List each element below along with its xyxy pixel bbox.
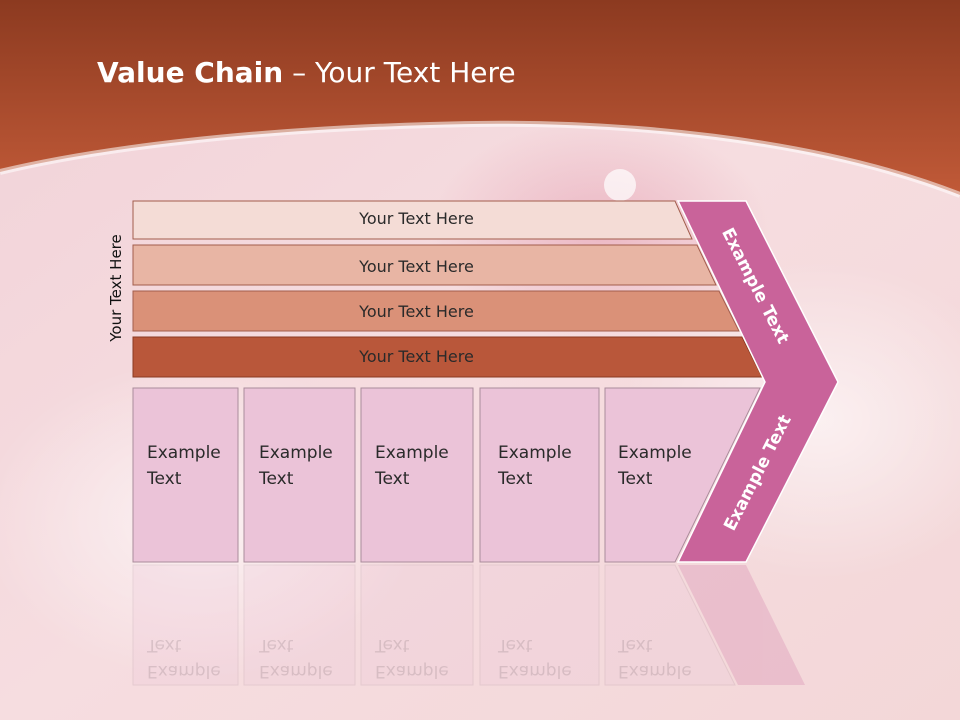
- cell-text-1: Example Text: [147, 440, 221, 492]
- cell-text-5: Example Text: [618, 440, 692, 492]
- reflection-line: Example: [618, 661, 692, 681]
- reflection-line: Text: [618, 635, 653, 655]
- row-band-1: [132, 200, 693, 240]
- slide-title: Value Chain – Your Text Here: [97, 56, 516, 89]
- cell-box-1: [132, 387, 239, 563]
- cell-box-4: [479, 387, 600, 563]
- reflection-line: Text: [147, 635, 182, 655]
- cell-line: Text: [618, 469, 653, 489]
- value-chain-diagram: [132, 200, 839, 686]
- reflection-line: Text: [375, 635, 410, 655]
- side-label: Your Text Here: [107, 234, 125, 342]
- cell-reflection-1: Example Text: [147, 632, 221, 684]
- cell-line: Text: [259, 469, 294, 489]
- row-band-3: [132, 290, 740, 332]
- cell-text-4: Example Text: [498, 440, 572, 492]
- row-band-2: [132, 244, 717, 286]
- cell-box-2: [243, 387, 356, 563]
- cell-reflection-5: Example Text: [618, 632, 692, 684]
- title-rest: – Your Text Here: [283, 56, 516, 89]
- cell-reflection-3: Example Text: [375, 632, 449, 684]
- cell-line: Example: [147, 443, 221, 463]
- cell-box-5: [604, 387, 761, 563]
- cell-line: Example: [618, 443, 692, 463]
- cell-reflection-2: Example Text: [259, 632, 333, 684]
- cell-line: Text: [375, 469, 410, 489]
- cell-text-3: Example Text: [375, 440, 449, 492]
- reflection-line: Text: [259, 635, 294, 655]
- reflection-line: Example: [147, 661, 221, 681]
- cell-line: Example: [259, 443, 333, 463]
- reflection-line: Text: [498, 635, 533, 655]
- cell-line: Text: [498, 469, 533, 489]
- row-label-3: Your Text Here: [359, 302, 474, 321]
- value-chevron: [676, 200, 839, 563]
- title-bold: Value Chain: [97, 56, 284, 89]
- reflection-line: Example: [498, 661, 572, 681]
- cell-text-2: Example Text: [259, 440, 333, 492]
- reflection-line: Example: [259, 661, 333, 681]
- row-label-2: Your Text Here: [359, 257, 474, 276]
- reflection-line: Example: [375, 661, 449, 681]
- row-label-4: Your Text Here: [359, 347, 474, 366]
- cell-line: Example: [375, 443, 449, 463]
- row-label-1: Your Text Here: [359, 209, 474, 228]
- cell-line: Text: [147, 469, 182, 489]
- cell-line: Example: [498, 443, 572, 463]
- cell-reflection-4: Example Text: [498, 632, 572, 684]
- cell-box-3: [360, 387, 474, 563]
